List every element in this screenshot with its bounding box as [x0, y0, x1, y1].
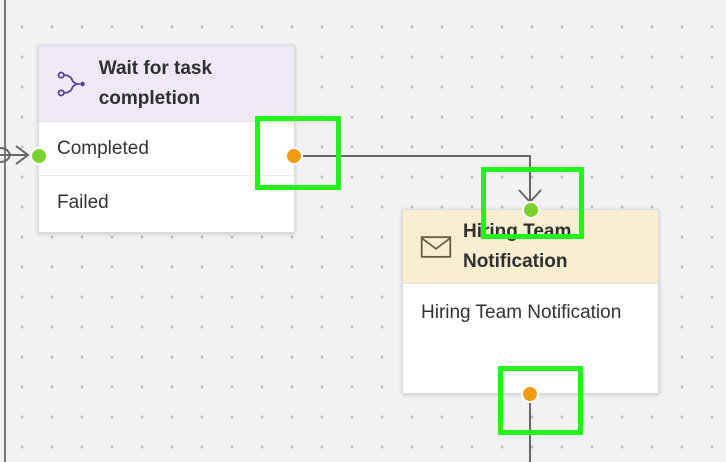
wait-for-task-node[interactable]: Wait for task completion Completed Faile…	[38, 45, 295, 233]
hiring-team-notification-node[interactable]: Hiring Team Notification Hiring Team Not…	[402, 209, 659, 394]
completed-output-port[interactable]	[285, 147, 303, 165]
notification-node-header[interactable]: Hiring Team Notification	[403, 210, 658, 284]
task-node-input-port[interactable]	[30, 147, 48, 165]
notification-node-title: Hiring Team Notification	[462, 220, 572, 272]
notification-output-port[interactable]	[521, 385, 539, 403]
notification-input-port[interactable]	[522, 201, 540, 219]
completed-to-notification-connector	[300, 155, 531, 203]
notification-node-body: Hiring Team Notification	[421, 302, 622, 323]
outcome-failed[interactable]: Failed	[39, 176, 294, 230]
branch-icon	[57, 71, 85, 96]
task-node-header[interactable]: Wait for task completion	[39, 46, 294, 122]
outcome-completed[interactable]: Completed	[39, 122, 294, 176]
task-node-title: Wait for task completion	[98, 57, 213, 109]
canvas-edge-line	[4, 0, 6, 462]
incoming-arrow-icon	[15, 145, 30, 165]
envelope-icon	[420, 235, 452, 258]
outcome-completed-label: Completed	[57, 137, 149, 159]
outcome-failed-label: Failed	[57, 192, 109, 213]
